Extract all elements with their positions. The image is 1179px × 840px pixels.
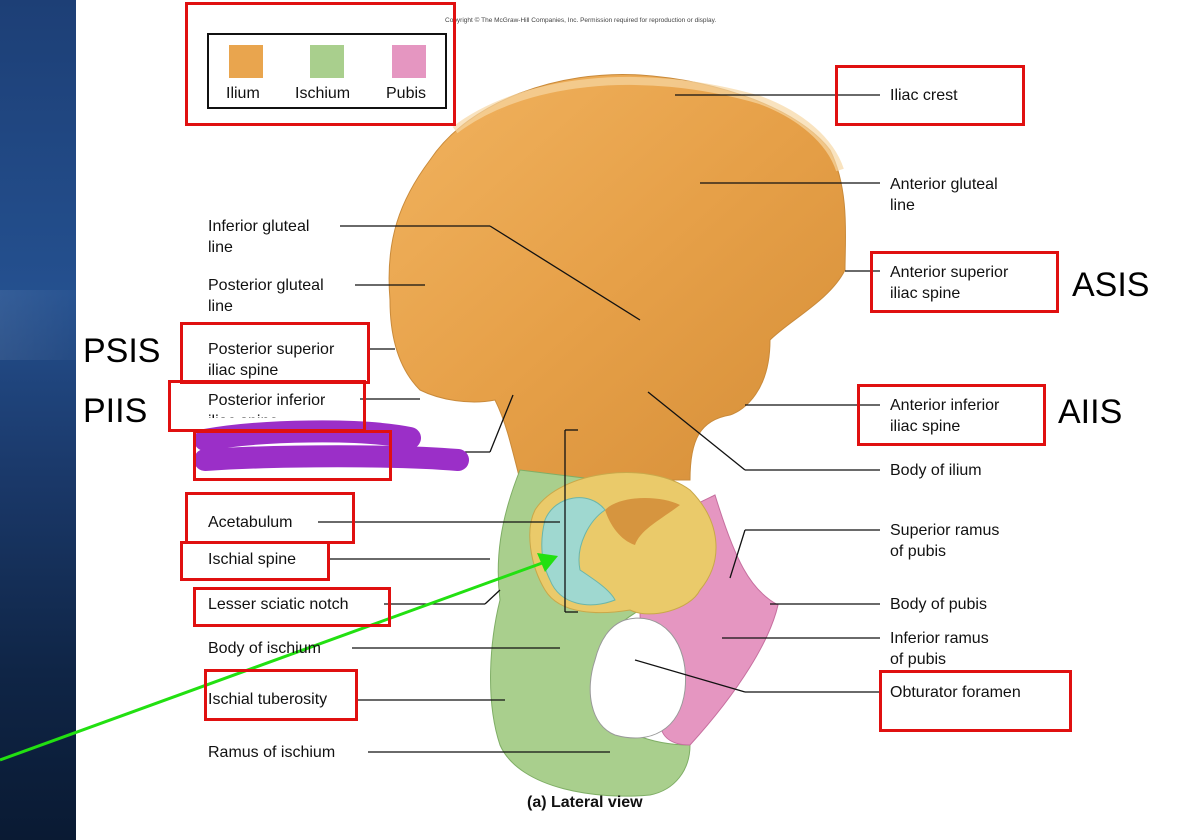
label-ischial-spine: Ischial spine	[208, 551, 297, 568]
iliac-crest-rim	[452, 76, 844, 172]
label-anterior-superior-iliac-spine: Anterior superior iliac spine	[890, 264, 1009, 302]
annotation-psis: PSIS	[83, 332, 161, 370]
legend-swatch-ischium	[310, 45, 344, 78]
label-superior-ramus-of-pubis: Superior ramus of pubis	[890, 522, 1000, 560]
highlight-box-piis	[168, 380, 366, 432]
highlight-box-legend	[185, 2, 456, 126]
highlight-box-acetabulum	[185, 492, 355, 544]
highlight-box-redacted	[193, 430, 392, 481]
highlight-box-ischial-spine	[180, 541, 330, 581]
annotation-asis: ASIS	[1072, 266, 1150, 304]
annotation-piis: PIIS	[83, 392, 148, 430]
lunate-ilium-part	[605, 498, 680, 545]
label-acetabulum: Acetabulum	[208, 514, 293, 531]
legend-swatch-pubis	[392, 45, 426, 78]
legend-label-pubis: Pubis	[386, 85, 427, 102]
highlight-box-obturator-foramen	[879, 670, 1072, 732]
highlight-box-iliac-crest	[835, 65, 1025, 126]
sidebar-band	[0, 290, 76, 360]
green-arrow-line	[0, 560, 546, 762]
label-lesser-sciatic-notch: Lesser sciatic notch	[208, 596, 349, 613]
label-anterior-gluteal-line: Anterior gluteal line	[890, 176, 998, 214]
green-arrow-head	[537, 553, 558, 572]
label-body-of-ilium: Body of ilium	[890, 462, 982, 479]
obturator-foramen-hole	[589, 617, 687, 739]
annotation-aiis: AIIS	[1058, 393, 1123, 431]
label-body-of-pubis: Body of pubis	[890, 596, 987, 613]
copyright-notice: Copyright © The McGraw-Hill Companies, I…	[445, 17, 717, 24]
label-obturator-foramen: Obturator foramen	[890, 684, 1021, 701]
legend-swatch-ilium	[229, 45, 263, 78]
figure-caption: (a) Lateral view	[527, 794, 643, 811]
highlight-box-aiis	[857, 384, 1046, 446]
label-posterior-gluteal-line: Posterior gluteal line	[208, 277, 324, 315]
label-posterior-inferior-iliac-spine: Posterior inferior iliac spine	[208, 392, 326, 418]
label-inferior-gluteal-line: Inferior gluteal line	[208, 218, 310, 256]
label-body-of-ischium: Body of ischium	[208, 640, 321, 657]
highlight-box-psis	[180, 322, 370, 384]
label-posterior-superior-iliac-spine: Posterior superior iliac spine	[208, 341, 335, 379]
highlight-box-lesser-sciatic-notch	[193, 587, 391, 627]
legend: Ilium Ischium Pubis	[207, 33, 447, 109]
label-anterior-inferior-iliac-spine: Anterior inferior iliac spine	[890, 397, 1000, 435]
legend-label-ilium: Ilium	[226, 85, 260, 102]
label-ischial-tuberosity: Ischial tuberosity	[208, 691, 328, 708]
label-ramus-of-ischium: Ramus of ischium	[208, 744, 336, 761]
ilium-shape	[388, 73, 847, 481]
legend-label-ischium: Ischium	[295, 85, 351, 102]
highlight-box-asis	[870, 251, 1059, 313]
label-iliac-crest: Iliac crest	[890, 87, 958, 104]
acetabulum-fossa	[541, 497, 616, 606]
label-inferior-ramus-of-pubis: Inferior ramus of pubis	[890, 630, 989, 668]
slide-sidebar	[0, 0, 76, 840]
highlight-box-ischial-tuberosity	[204, 669, 358, 721]
